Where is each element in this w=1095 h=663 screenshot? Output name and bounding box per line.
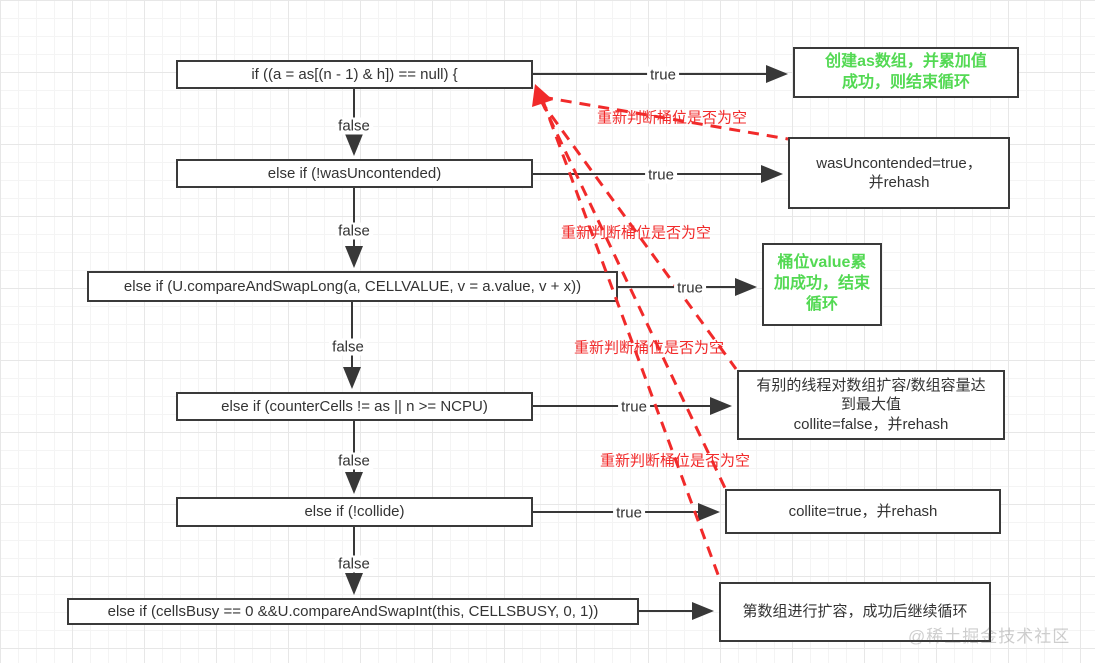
false-label-3: false <box>329 338 367 356</box>
loop-annotation-3: 重新判断桶位是否为空 <box>573 339 725 357</box>
true-label-3: true <box>674 279 706 297</box>
true-label-2: true <box>645 166 677 184</box>
loop-arrowhead-icon <box>532 84 553 107</box>
loop-annotation-2: 重新判断桶位是否为空 <box>560 224 712 242</box>
result-node-collite-false-rehash: 有别的线程对数组扩容/数组容量达 到最大值 collite=false，并reh… <box>737 370 1005 440</box>
condition-node-ncpu: else if (counterCells != as || n >= NCPU… <box>176 392 533 421</box>
true-label-5: true <box>613 504 645 522</box>
result-node-expand-array: 第数组进行扩容，成功后继续循环 <box>719 582 991 642</box>
result-node-collite-true-rehash: collite=true，并rehash <box>725 489 1001 534</box>
condition-node-was-uncontended: else if (!wasUncontended) <box>176 159 533 188</box>
true-label-4: true <box>618 398 650 416</box>
result-node-wasuncontended-rehash: wasUncontended=true， 并rehash <box>788 137 1010 209</box>
false-label-2: false <box>335 222 373 240</box>
result-node-cell-add-success: 桶位value累 加成功，结束 循环 <box>762 243 882 326</box>
condition-node-cas-long: else if (U.compareAndSwapLong(a, CELLVAL… <box>87 271 618 302</box>
loop-annotation-4: 重新判断桶位是否为空 <box>599 452 751 470</box>
true-label-1: true <box>647 66 679 84</box>
condition-node-collide: else if (!collide) <box>176 497 533 527</box>
result-node-create-array: 创建as数组，并累加值 成功，则结束循环 <box>793 47 1019 98</box>
condition-node-if-null: if ((a = as[(n - 1) & h]) == null) { <box>176 60 533 89</box>
site-watermark: @稀土掘金技术社区 <box>908 627 1071 646</box>
false-label-5: false <box>335 555 373 573</box>
false-label-4: false <box>335 452 373 470</box>
false-label-1: false <box>335 117 373 135</box>
loop-annotation-1: 重新判断桶位是否为空 <box>596 109 748 127</box>
condition-node-cells-busy: else if (cellsBusy == 0 &&U.compareAndSw… <box>67 598 639 625</box>
